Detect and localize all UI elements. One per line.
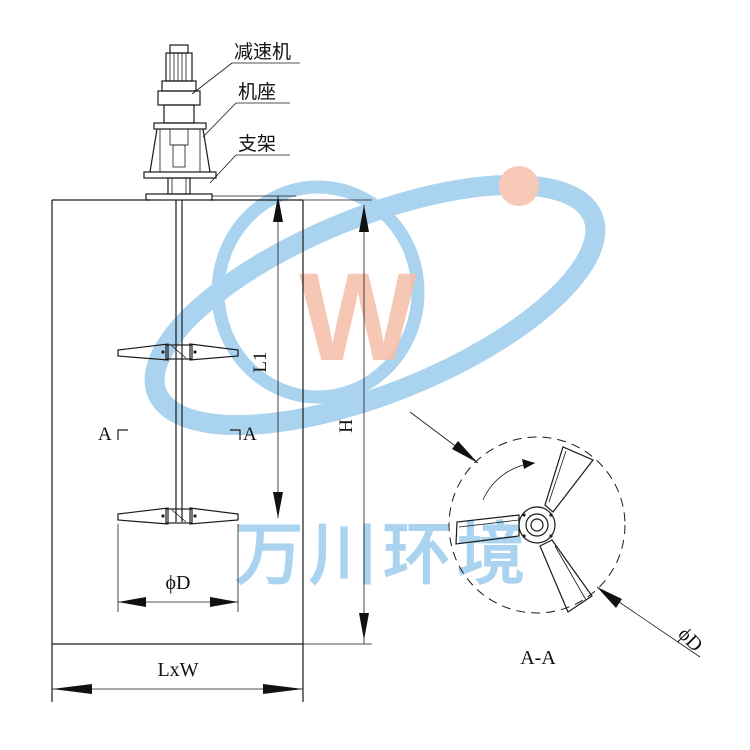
section-view-aa bbox=[409, 411, 701, 658]
section-markers bbox=[117, 429, 241, 440]
dimension-h bbox=[303, 199, 372, 645]
reducer-label: 减速机 bbox=[234, 41, 291, 63]
tank bbox=[51, 199, 304, 702]
watermark-dot bbox=[499, 166, 539, 206]
bracket-label: 支架 bbox=[238, 133, 276, 155]
dimension-l1 bbox=[212, 195, 296, 518]
diameter-front-label: ϕD bbox=[166, 572, 191, 594]
diameter-section-label: ϕD bbox=[674, 623, 707, 656]
section-mark-right: A bbox=[243, 424, 257, 445]
dimension-d-front bbox=[117, 524, 239, 612]
h-label: H bbox=[336, 419, 357, 433]
section-title: A-A bbox=[520, 647, 556, 669]
lower-impeller bbox=[117, 507, 239, 525]
lxw-label: LxW bbox=[157, 659, 198, 681]
l1-label: L1 bbox=[250, 351, 271, 372]
dimension-lxw bbox=[52, 684, 303, 694]
drive-unit bbox=[143, 44, 217, 201]
base-label: 机座 bbox=[238, 81, 276, 103]
section-mark-left: A bbox=[98, 424, 112, 445]
watermark-letter: W bbox=[299, 248, 417, 387]
watermark-text: 万川环境 bbox=[235, 516, 531, 595]
upper-impeller bbox=[117, 343, 239, 361]
watermark-logo: W 万川环境 bbox=[144, 166, 606, 595]
part-leaders bbox=[191, 62, 300, 184]
agitator-shaft bbox=[175, 200, 183, 522]
